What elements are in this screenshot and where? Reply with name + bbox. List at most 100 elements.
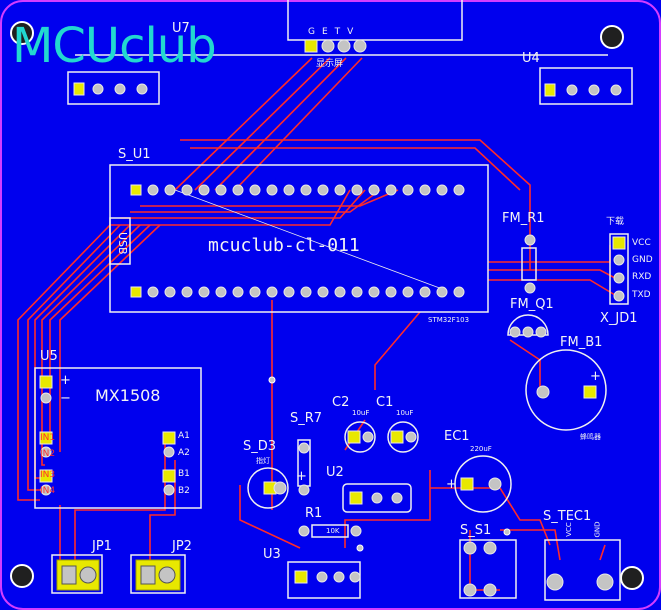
mcu-pad — [181, 286, 193, 298]
mcu-pad — [232, 184, 244, 196]
mcu-pad — [351, 184, 363, 196]
mcu-pad — [266, 286, 278, 298]
silkscreen — [34, 67, 633, 601]
mcu-pad — [402, 286, 414, 298]
mcu-pad — [453, 184, 465, 196]
mcu-pad — [436, 184, 448, 196]
label-s-r7: S_R7 — [290, 411, 323, 426]
mcu-pad — [300, 184, 312, 196]
tec-vcc: VCC — [564, 522, 573, 537]
tec-gnd: GND — [593, 521, 602, 538]
u5-pin-a1: A1 — [178, 431, 190, 441]
mcu-pad — [368, 286, 380, 298]
label-c1: C1 — [376, 395, 394, 410]
mcu-pad — [402, 184, 414, 196]
label-u7: U7 — [172, 21, 190, 36]
mcu-pad — [368, 184, 380, 196]
label-usb: USB — [116, 232, 129, 255]
mcu-pad — [215, 184, 227, 196]
mounting-holes — [10, 21, 644, 590]
mcu-pad — [130, 184, 142, 196]
label-x-jd1: X_JD1 — [600, 311, 638, 326]
mcu-pad — [164, 286, 176, 298]
ec1-value: 220uF — [470, 445, 492, 453]
mcu-pad — [419, 184, 431, 196]
label-s-tec1: S_TEC1 — [543, 509, 592, 524]
label-jp2: JP2 — [172, 539, 192, 554]
mcu-pad — [317, 286, 329, 298]
jd-pin-gnd: GND — [632, 255, 653, 265]
label-jp1: JP1 — [92, 539, 112, 554]
u5-pin-in4: IN4 — [40, 486, 56, 496]
mcu-pad — [283, 184, 295, 196]
jd-pin-txd: TXD — [632, 290, 651, 300]
buzzer-plus: + — [590, 369, 601, 384]
mcu-pad — [147, 184, 159, 196]
pads — [73, 39, 622, 97]
terminal-blocks — [56, 559, 181, 591]
label-u4: U4 — [522, 51, 540, 66]
led-plus: + — [296, 469, 307, 484]
label-download: 下载 — [606, 217, 625, 227]
mcu-pad — [249, 286, 261, 298]
u5-pin-in2: IN2 — [40, 449, 56, 459]
mcu-pad — [453, 286, 465, 298]
label-fm-b1: FM_B1 — [560, 335, 603, 350]
label-fm-q1: FM_Q1 — [510, 297, 554, 312]
mcu-pads — [130, 184, 465, 298]
mcu-pad — [181, 184, 193, 196]
r1-value: 10K — [326, 527, 340, 535]
label-r1: R1 — [305, 506, 323, 521]
mcu-pad — [419, 286, 431, 298]
brand-logo: MCUclub — [12, 18, 217, 74]
led-label: 指灯 — [256, 457, 270, 465]
mcu-pad — [351, 286, 363, 298]
top-header-pins: GETV — [308, 27, 361, 37]
u5-pin-in1: IN1 — [40, 433, 56, 443]
label-u2: U2 — [326, 465, 344, 480]
mcu-pad — [130, 286, 142, 298]
label-c2: C2 — [332, 395, 350, 410]
mcu-pad — [436, 286, 448, 298]
label-u5: U5 — [40, 349, 58, 364]
mcu-pad — [385, 286, 397, 298]
label-s-d3: S_D3 — [243, 439, 277, 454]
board-name: mcuclub-cl-011 — [208, 235, 360, 256]
u5-pin-in3: IN3 — [40, 470, 56, 480]
mcu-pad — [300, 286, 312, 298]
label-u3: U3 — [263, 547, 281, 562]
mcu-pad — [334, 286, 346, 298]
ec1-plus: + — [446, 477, 457, 492]
u5-pin-b2: B2 — [178, 486, 190, 496]
mcu-pad — [317, 184, 329, 196]
mcu-pad — [164, 184, 176, 196]
mcu-pad — [232, 286, 244, 298]
mcu-pad — [283, 286, 295, 298]
label-fm-r1: FM_R1 — [502, 211, 545, 226]
mcu-pad — [198, 286, 210, 298]
vias — [268, 376, 511, 552]
label-mx1508: MX1508 — [95, 386, 161, 405]
c2-value: 10uF — [352, 409, 370, 417]
mcu-pad — [215, 286, 227, 298]
chip-label: STM32F103 — [428, 316, 470, 324]
mcu-pad — [266, 184, 278, 196]
u5-pin-b1: B1 — [178, 469, 190, 479]
c1-value: 10uF — [396, 409, 414, 417]
mcu-pad — [147, 286, 159, 298]
u5-pin-a2: A2 — [178, 448, 190, 458]
display-label: 显示屏 — [316, 59, 344, 69]
component-pads — [39, 234, 626, 597]
label-s-s1: S_S1 — [460, 523, 492, 538]
label-s-u1: S_U1 — [118, 147, 151, 162]
u5-minus: − — [60, 391, 71, 406]
mcu-pad — [385, 184, 397, 196]
mcu-pad — [198, 184, 210, 196]
u5-plus: + — [60, 373, 71, 388]
label-ec1: EC1 — [444, 429, 470, 444]
jd-pin-rxd: RXD — [632, 272, 652, 282]
mcu-pad — [334, 184, 346, 196]
jd-pin-vcc: VCC — [632, 238, 651, 248]
